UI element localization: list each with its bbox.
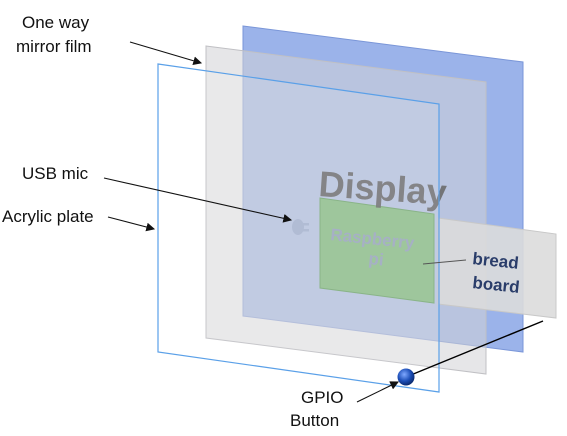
raspberry-pi-label-line2: pi (368, 249, 385, 269)
usb-mic-label: USB mic (22, 164, 89, 183)
usb-mic-arrow (103, 177, 293, 223)
gpio-label-line2: Button (290, 411, 339, 430)
gpio-button (397, 368, 415, 386)
mirror-label-line2: mirror film (16, 37, 92, 56)
mirror-label-line1: One way (22, 13, 90, 32)
acrylic-plate (157, 63, 440, 393)
breadboard-label-line2: board (472, 273, 521, 297)
acrylic-label: Acrylic plate (2, 207, 94, 226)
raspberry-pi-leader (422, 259, 467, 265)
gpio-arrow (356, 381, 399, 403)
gpio-label-line1: GPIO (301, 388, 344, 407)
raspberry-pi (319, 197, 435, 304)
display-label: Display (317, 163, 448, 213)
breadboard-label-line1: bread (472, 249, 520, 273)
breadboard (437, 217, 557, 319)
acrylic-arrow (107, 216, 156, 232)
usb-mic-icon (292, 219, 309, 235)
button-wire (405, 320, 544, 378)
mirror-arrow (129, 41, 203, 66)
